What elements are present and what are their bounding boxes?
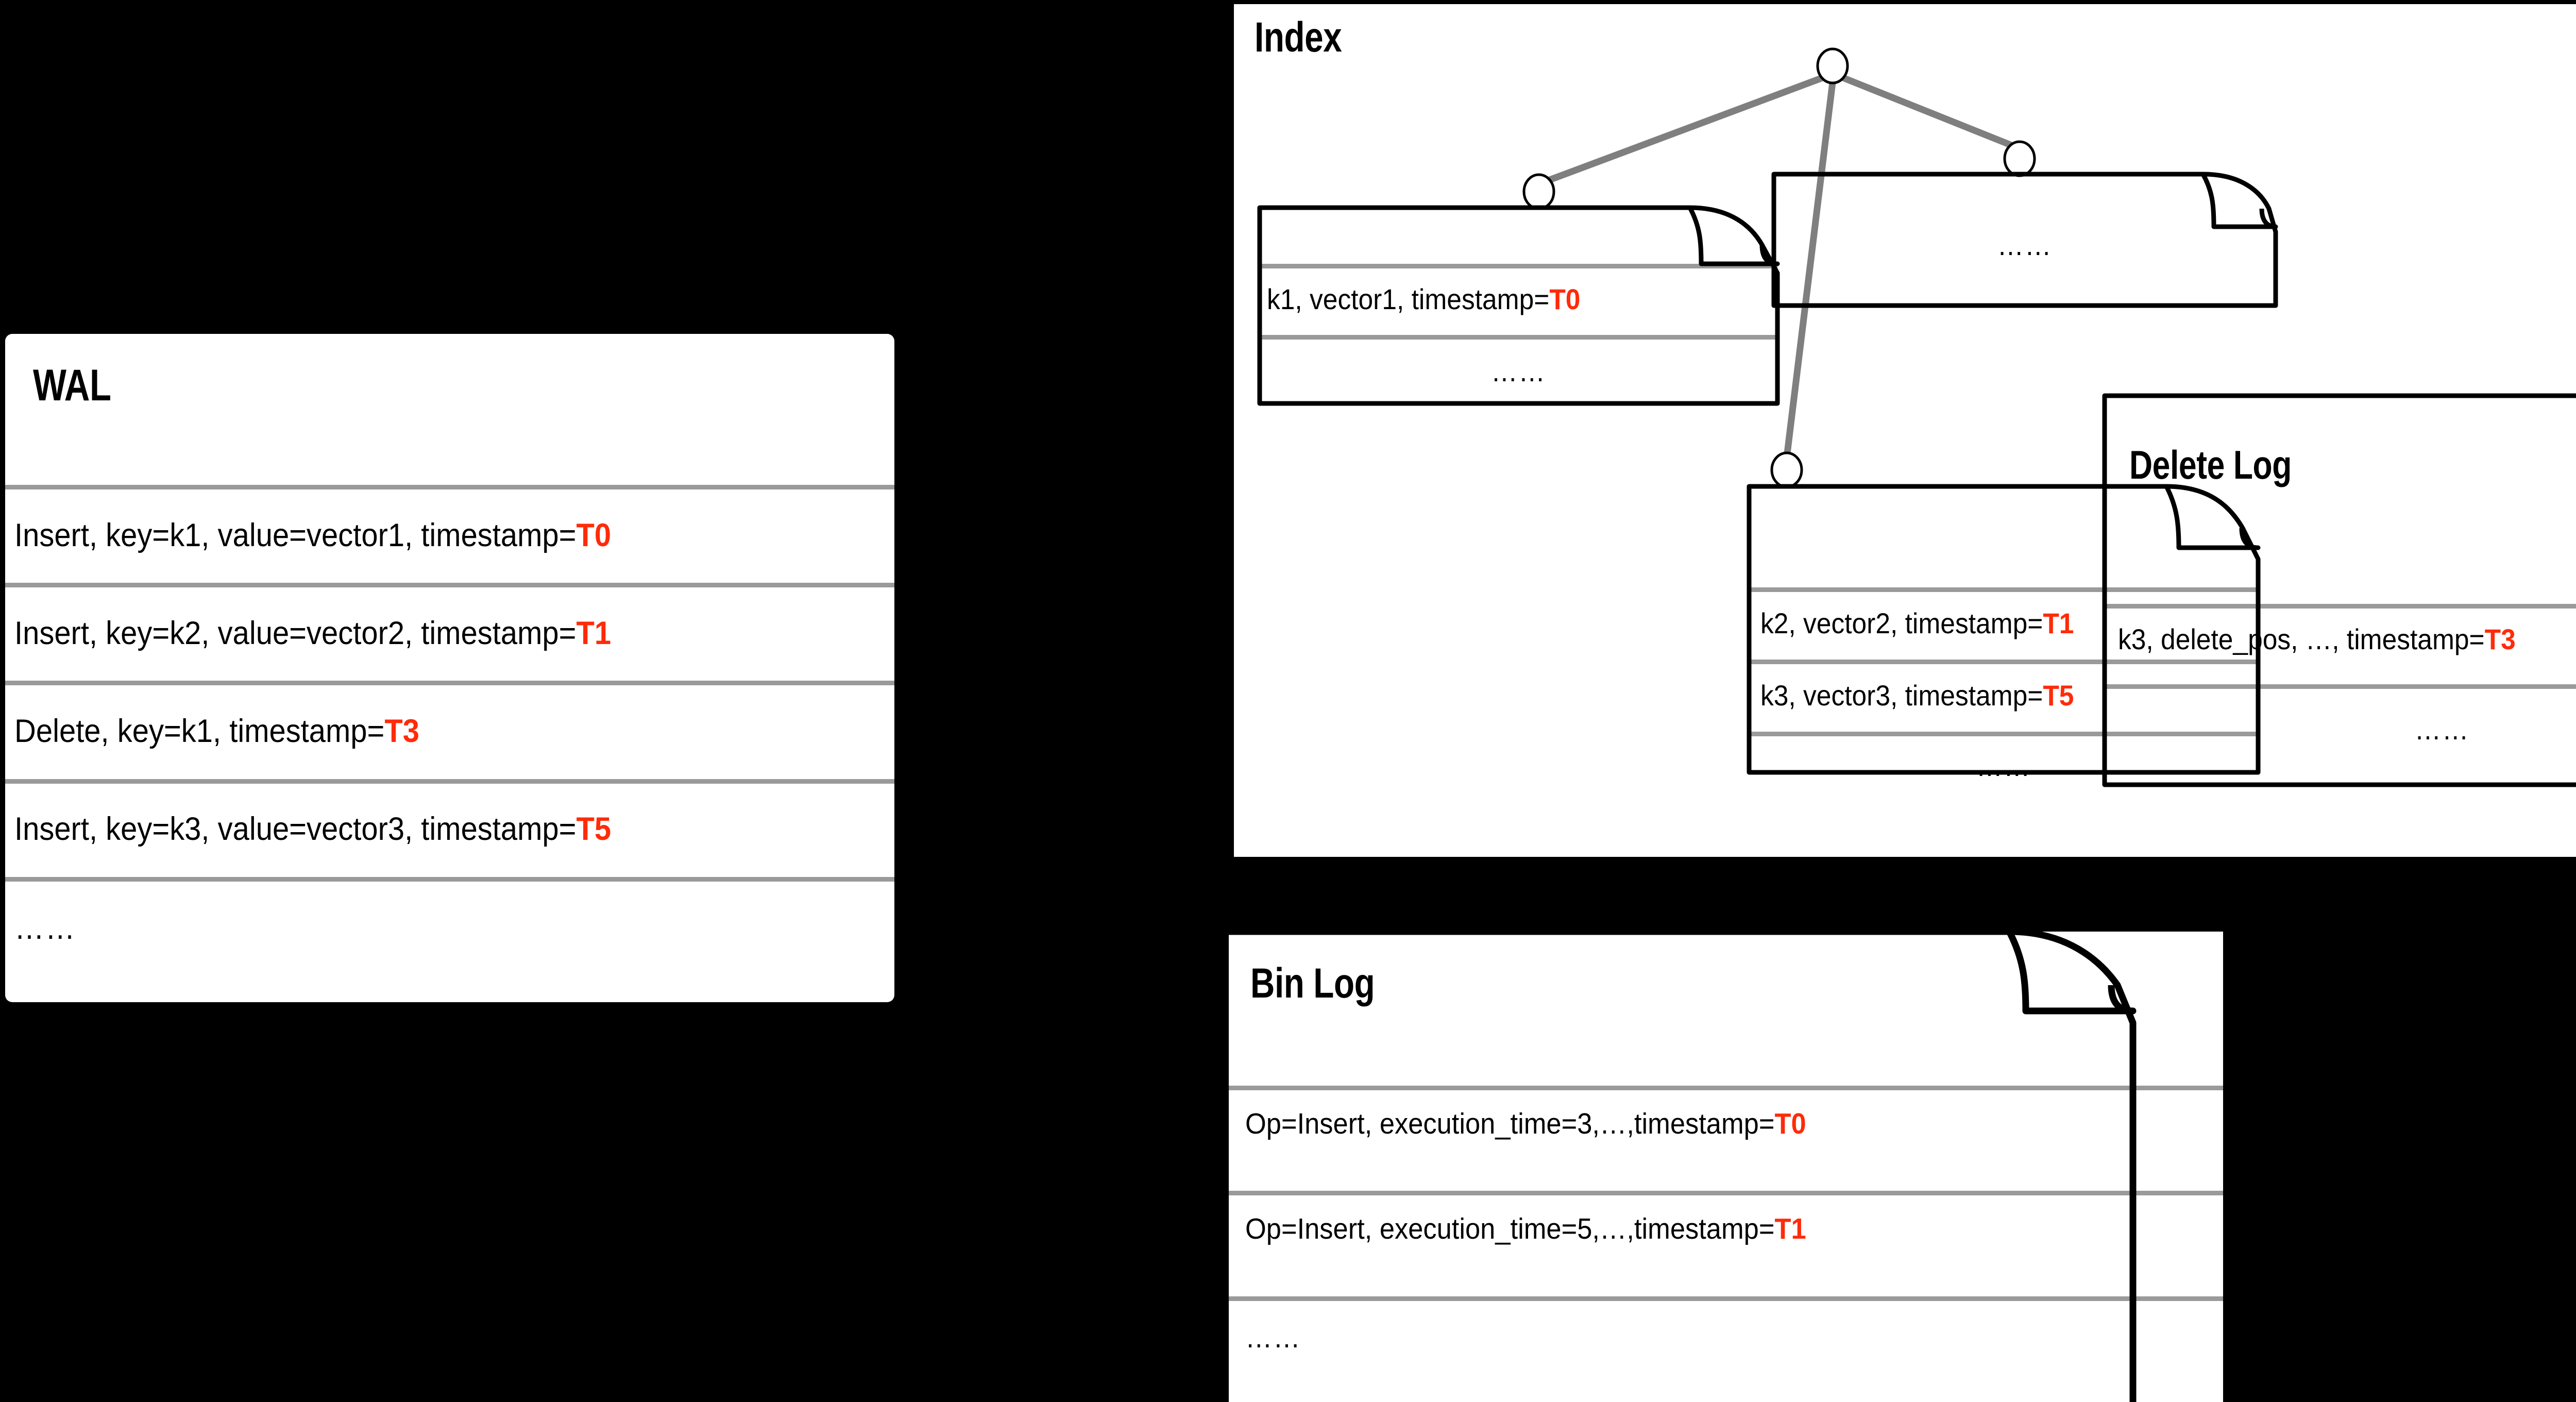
wal-row-text: Insert, key=k3, value=vector3, timestamp… <box>14 811 577 847</box>
wal-separator <box>5 779 894 784</box>
index-segment-right: …… <box>1774 174 2276 306</box>
delete-log-card: Delete Log k3, delete_pos, …, timestamp=… <box>2105 396 2576 785</box>
bin-log-row-text: …… <box>1245 1321 1301 1354</box>
wal-row-timestamp: T0 <box>576 517 612 553</box>
index-title: Index <box>1255 14 1342 61</box>
bin-log-separator <box>1229 1086 2223 1090</box>
wal-row-text: Delete, key=k1, timestamp= <box>14 713 385 749</box>
segment-row: k2, vector2, timestamp=T1 <box>1760 609 2074 638</box>
wal-row: Insert, key=k1, value=vector1, timestamp… <box>14 519 611 552</box>
segment-row-text: k1, vector1, timestamp= <box>1267 283 1550 315</box>
segment-separator <box>1260 335 1777 340</box>
bin-log-row-text: Op=Insert, execution_time=3,…,timestamp= <box>1245 1107 1775 1140</box>
wal-title: WAL <box>33 361 111 410</box>
delete-log-separator <box>2105 604 2576 609</box>
bin-log-row: …… <box>1245 1323 1301 1353</box>
bin-log-panel: Bin Log Op=Insert, execution_time=3,…,ti… <box>1229 932 2223 1402</box>
segment-row-timestamp: T0 <box>1549 283 1581 315</box>
segment-row: k3, vector3, timestamp=T5 <box>1760 681 2074 710</box>
wal-separator <box>5 877 894 882</box>
wal-row: Insert, key=k2, value=vector2, timestamp… <box>14 617 611 650</box>
wal-row-text: Insert, key=k1, value=vector1, timestamp… <box>14 517 577 553</box>
segment-row-text: k3, vector3, timestamp= <box>1760 679 2043 712</box>
wal-separator <box>5 485 894 489</box>
bin-log-row-timestamp: T0 <box>1774 1107 1806 1140</box>
delete-log-row-timestamp: T3 <box>2484 623 2516 655</box>
segment-row: …… <box>1280 357 1757 386</box>
wal-row: Insert, key=k3, value=vector3, timestamp… <box>14 813 611 846</box>
bin-log-separator <box>1229 1191 2223 1195</box>
segment-row: …… <box>1794 231 2256 260</box>
delete-log-separator <box>2105 684 2576 689</box>
segment-row: k1, vector1, timestamp=T0 <box>1267 285 1580 314</box>
segment-row-timestamp: T5 <box>2043 679 2074 712</box>
segment-row-text: …… <box>1997 229 2053 261</box>
delete-log-row: …… <box>2131 715 2576 744</box>
index-segment-left: k1, vector1, timestamp=T0 …… <box>1260 208 1777 406</box>
bin-log-row: Op=Insert, execution_time=5,…,timestamp=… <box>1245 1214 1806 1244</box>
wal-row: Delete, key=k1, timestamp=T3 <box>14 715 419 748</box>
segment-row-text: …… <box>1976 750 2031 782</box>
delete-log-row-text: …… <box>2414 713 2470 746</box>
bin-log-row-timestamp: T1 <box>1774 1212 1806 1245</box>
delete-log-row: k3, delete_pos, …, timestamp=T3 <box>2118 625 2516 654</box>
segment-separator <box>1260 264 1777 268</box>
wal-row-timestamp: T1 <box>576 615 612 651</box>
wal-row-text: Insert, key=k2, value=vector2, timestamp… <box>14 615 577 651</box>
bin-log-title: Bin Log <box>1250 960 1375 1007</box>
wal-row-timestamp: T5 <box>576 811 612 847</box>
delete-log-title: Delete Log <box>2129 442 2292 487</box>
bin-log-row-text: Op=Insert, execution_time=5,…,timestamp= <box>1245 1212 1775 1245</box>
segment-row-timestamp: T1 <box>2043 607 2074 639</box>
wal-row: …… <box>14 912 76 944</box>
wal-row-text: …… <box>14 910 76 946</box>
wal-separator <box>5 681 894 685</box>
segment-row-text: k2, vector2, timestamp= <box>1760 607 2043 639</box>
segment-row-text: …… <box>1491 355 1546 387</box>
bin-log-separator <box>1229 1296 2223 1301</box>
index-panel: Index k1, vector1, timestamp=T0 …… …… k2… <box>1234 4 2576 857</box>
bin-log-row: Op=Insert, execution_time=3,…,timestamp=… <box>1245 1109 1806 1139</box>
wal-panel: WAL Insert, key=k1, value=vector1, times… <box>5 334 894 1002</box>
wal-row-timestamp: T3 <box>384 713 420 749</box>
wal-separator <box>5 583 894 587</box>
delete-log-row-text: k3, delete_pos, …, timestamp= <box>2118 623 2485 655</box>
